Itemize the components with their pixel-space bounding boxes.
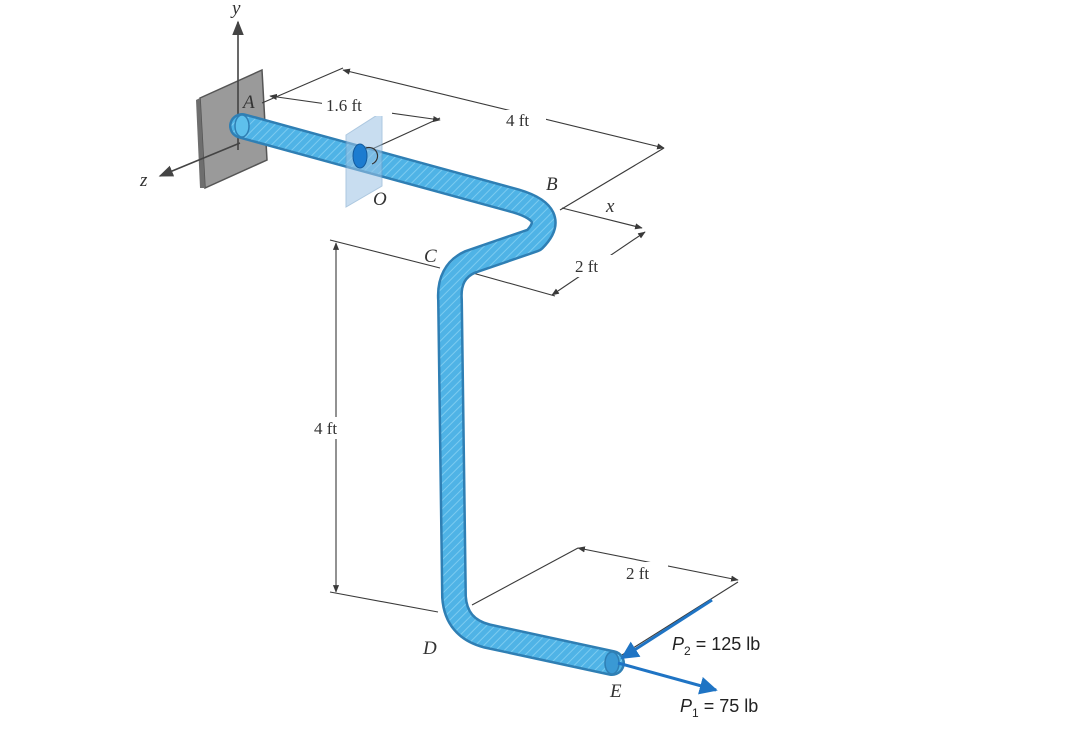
dim-a-to-o: 1.6 ft: [326, 96, 362, 115]
force-p1-arrow: [617, 661, 718, 695]
x-axis-label: x: [605, 196, 615, 217]
dim-d-to-e: 2 ft: [626, 564, 649, 583]
force-p2-arrow: [620, 598, 713, 660]
y-axis-label: y: [230, 0, 241, 19]
dim-b-to-c: 2 ft: [575, 257, 598, 276]
section-plane-o: [345, 111, 383, 208]
point-a-label: A: [241, 92, 255, 113]
load-p2-label: P2 = 125 lb: [672, 634, 760, 658]
point-e-label: E: [609, 681, 622, 702]
point-d-label: D: [422, 638, 437, 659]
dim-a-to-b: 4 ft: [506, 111, 529, 130]
point-b-label: B: [546, 174, 558, 195]
dim-c-to-d: 4 ft: [314, 419, 337, 438]
point-c-label: C: [424, 246, 437, 267]
pipe: [229, 113, 625, 676]
z-axis: [158, 142, 241, 177]
load-p1-label: P1 = 75 lb: [680, 696, 758, 720]
point-o-label: O: [373, 189, 387, 210]
z-axis-label: z: [139, 170, 148, 191]
